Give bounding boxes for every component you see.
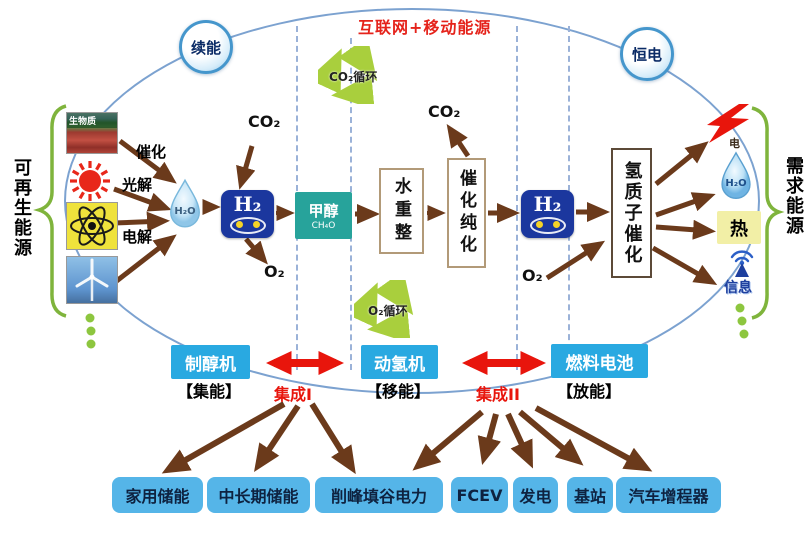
heat-box: 热 (717, 211, 761, 244)
biomass-label: 生物质 (67, 113, 117, 128)
h2-symbol: H₂ (533, 192, 562, 216)
machine-tag-fangneng: 【放能】 (557, 382, 622, 401)
fan-arrows-left (161, 401, 356, 475)
app-fcev: FCEV (451, 477, 508, 513)
h2-symbol: H₂ (233, 192, 262, 216)
app-power-generation: 发电 (513, 477, 558, 513)
integration-2-label: 集成II (476, 385, 520, 404)
h2-molecule-icon (229, 217, 266, 234)
electricity-label: 电 (729, 137, 740, 150)
o2-cycle-label: O₂循环 (368, 304, 408, 318)
water-reforming-box: 水重整 (379, 168, 424, 254)
o2-label-left: O₂ (264, 262, 285, 281)
photolysis-label: 光解 (122, 176, 153, 194)
integration-1-label: 集成I (274, 385, 312, 404)
machine-tag-yineng: 【移能】 (366, 382, 431, 401)
machine-fuel-cell: 燃料电池 (551, 344, 648, 378)
section-divider (516, 26, 518, 370)
methanol-formula: CH₄O (311, 221, 336, 231)
catalytic-purification-box: 催化纯化 (447, 158, 486, 268)
machine-dongqingji: 动氢机 (361, 345, 438, 379)
electrolysis-label: 电解 (122, 228, 153, 246)
app-base-station: 基站 (567, 477, 613, 513)
co2-cycle-icon (318, 46, 378, 104)
app-peak-shaving: 削峰填谷电力 (315, 477, 443, 513)
h2o-label: H₂O (174, 206, 196, 217)
renewable-energy-label: 可再生能源 (11, 158, 32, 258)
app-range-extender: 汽车增程器 (616, 477, 721, 513)
sun-icon (70, 161, 110, 201)
information-icon (730, 250, 754, 277)
atom-icon (66, 202, 118, 250)
biomass-image: 生物质 (66, 112, 118, 154)
app-home-storage: 家用储能 (112, 477, 203, 513)
bubble-xuneng: 续能 (179, 20, 233, 74)
machine-tag-jineng: 【集能】 (177, 382, 242, 401)
o2-cycle-icon (354, 280, 414, 338)
proton-catalysis-box: 氢质子催化 (611, 148, 652, 278)
demand-energy-label: 需求能源 (783, 156, 804, 236)
h2-molecule-icon (529, 217, 566, 234)
bubble-hengdian: 恒电 (620, 27, 674, 81)
methanol-label: 甲醇 (308, 202, 339, 220)
water-output-icon: H₂O (716, 150, 756, 202)
app-longterm-storage: 中长期储能 (207, 477, 310, 513)
water-drop-icon: H₂O (166, 176, 204, 232)
fan-arrows-right (412, 405, 653, 472)
h2-box-right: H₂ (521, 190, 574, 238)
diagram-title: 互联网+移动能源 (358, 18, 492, 37)
machine-zhichunji: 制醇机 (171, 345, 250, 379)
h2-box-left: H₂ (221, 190, 274, 238)
co2-label-right: CO₂ (428, 102, 461, 121)
co2-label-left: CO₂ (248, 112, 281, 131)
o2-label-right: O₂ (522, 266, 543, 285)
information-label: 信息 (724, 280, 752, 296)
wind-turbine-icon (66, 256, 118, 304)
co2-cycle-label: CO₂循环 (329, 70, 378, 84)
catalysis-label: 催化 (136, 143, 167, 161)
lightning-icon (707, 104, 749, 143)
methanol-box: 甲醇 CH₄O (295, 192, 352, 239)
h2o-output-label: H₂O (725, 178, 747, 189)
